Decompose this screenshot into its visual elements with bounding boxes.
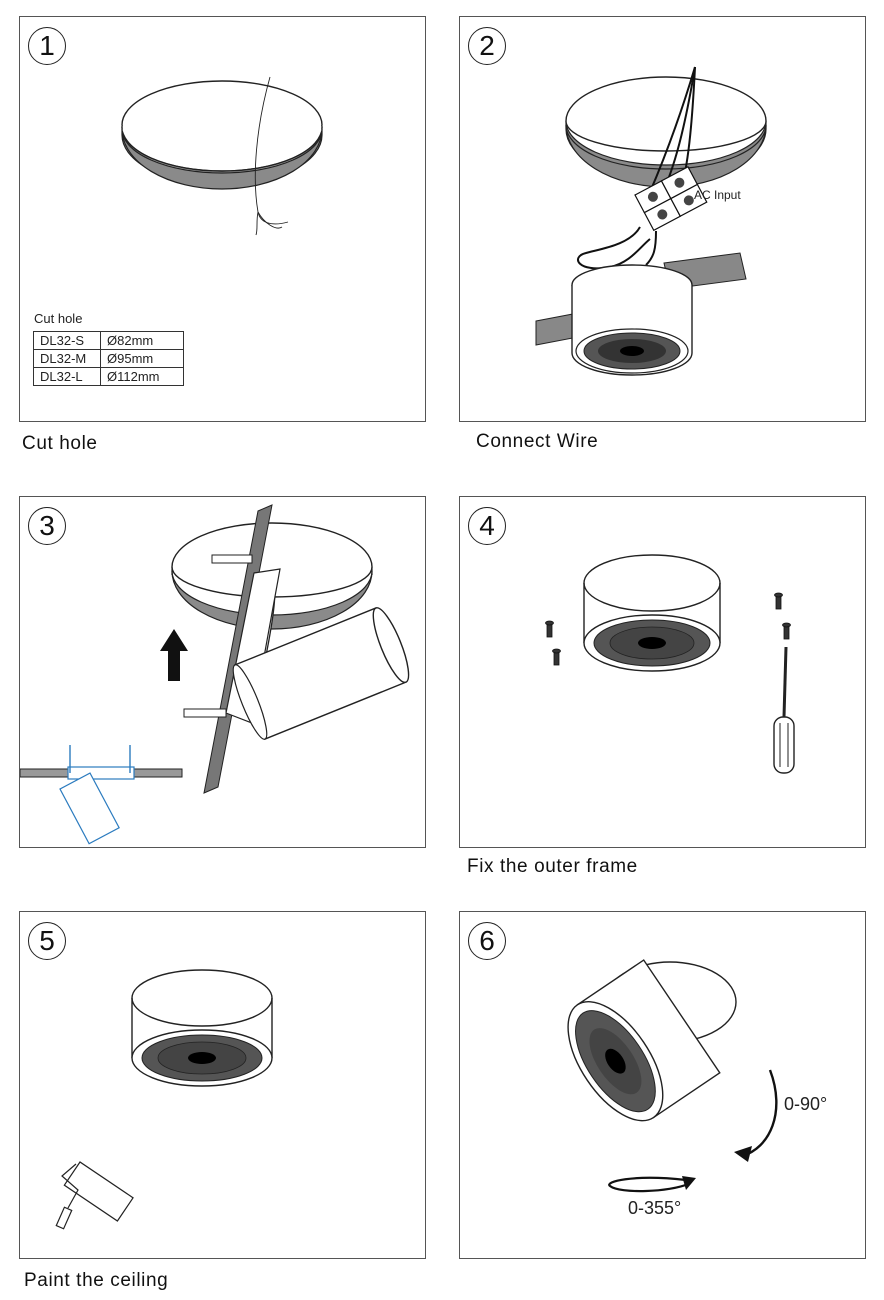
ac-input-label: AC Input [694,188,741,202]
step-1-panel: 1 Cut hole DL32-S Ø82mm DL32-M Ø95mm DL3… [19,16,426,422]
diameter-cell: Ø112mm [100,367,184,386]
step-4-caption: Fix the outer frame [467,856,638,877]
model-cell: DL32-L [33,367,101,386]
table-row: DL32-L Ø112mm [33,367,184,386]
cut-hole-table-title: Cut hole [34,311,83,326]
step-6-panel: 0-90° 0-355° 6 [459,911,866,1259]
table-row: DL32-M Ø95mm [33,349,184,368]
step-1-caption: Cut hole [22,433,98,454]
model-cell: DL32-M [33,349,101,368]
step-number: 5 [28,922,66,960]
cut-hole-table: DL32-S Ø82mm DL32-M Ø95mm DL32-L Ø112mm [33,331,184,386]
fix-frame-illustration [545,554,795,774]
step-5-panel: 5 [19,911,426,1259]
ceiling-hole-illustration [121,76,323,236]
step-5-caption: Paint the ceiling [24,1270,169,1291]
step-number: 4 [468,507,506,545]
step-2-caption: Connect Wire [476,431,599,452]
table-row: DL32-S Ø82mm [33,331,184,350]
step-number: 3 [28,507,66,545]
insert-lamp-illustration [20,504,410,845]
diameter-cell: Ø95mm [100,349,184,368]
step-4-panel: 4 [459,496,866,848]
connect-wire-illustration: AC Input [535,66,767,376]
paint-roller-icon [55,1161,134,1230]
adjust-angle-illustration: 0-90° 0-355° [567,959,827,1218]
step-3-panel: 3 [19,496,426,848]
step-number: 2 [468,27,506,65]
up-arrow-icon [160,629,188,681]
step-number: 6 [468,922,506,960]
model-cell: DL32-S [33,331,101,350]
paint-ceiling-illustration [55,969,273,1230]
tilt-range-label: 0-90° [784,1094,827,1114]
step-2-panel: AC Input 2 [459,16,866,422]
rotate-range-label: 0-355° [628,1198,681,1218]
diameter-cell: Ø82mm [100,331,184,350]
step-number: 1 [28,27,66,65]
